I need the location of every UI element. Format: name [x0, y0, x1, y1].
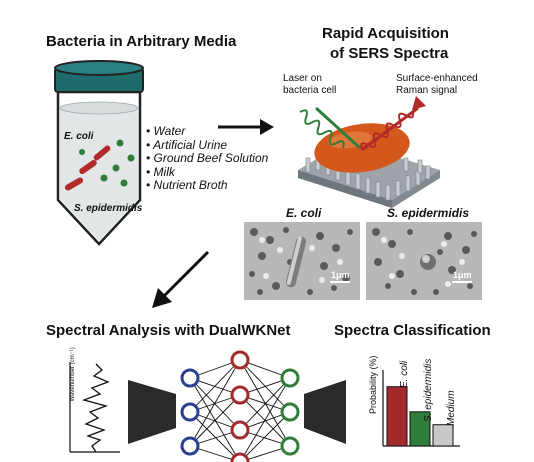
input-spectrum	[69, 362, 120, 453]
scale-bar-label-left: 1μm	[331, 270, 350, 280]
media-item: • Ground Beef Solution	[146, 151, 269, 166]
bar-label-sepi: S. epidermidis	[423, 358, 434, 422]
raman-signal	[360, 96, 426, 152]
bar-label-ecoli: E. coli	[399, 360, 410, 388]
acquisition-title-line2: of SERS Spectra	[330, 45, 449, 62]
media-item: • Water	[146, 124, 186, 138]
bar-s-epidermidis	[409, 411, 431, 447]
media-item: • Artificial Urine	[146, 137, 228, 152]
spectrum-axis-label: Wavenumber (cm⁻¹)	[69, 347, 76, 402]
input-funnel	[128, 380, 176, 444]
sem-label-ecoli: E. coli	[286, 206, 322, 220]
analysis-panel-title: Spectral Analysis with DualWKNet	[46, 322, 291, 339]
arrow-down-left-icon	[152, 250, 210, 308]
classification-panel-title: Spectra Classification	[334, 322, 491, 339]
bar-e-coli	[386, 386, 408, 447]
laser-beam	[299, 106, 362, 150]
bar-medium	[432, 424, 454, 447]
media-item: • Nutrient Broth	[146, 178, 228, 193]
sepi-cells-in-tube	[79, 139, 135, 187]
chart-y-label: Probability (%)	[368, 355, 378, 414]
ecoli-cells-in-tube	[64, 145, 111, 191]
neural-network	[180, 350, 300, 462]
tube-label-sepi: S. epidermidis	[74, 203, 143, 214]
tube-label-ecoli: E. coli	[64, 131, 94, 142]
sem-label-sepi: S. epidermidis	[387, 206, 470, 220]
laser-label: Laser on bacteria cell	[283, 73, 337, 96]
media-panel-title: Bacteria in Arbitrary Media	[46, 33, 237, 50]
media-list: • Water • Artificial Urine • Ground Beef…	[146, 124, 269, 193]
bar-label-medium: Medium	[446, 390, 457, 426]
output-funnel	[304, 380, 346, 444]
sem-image-sepi	[366, 222, 482, 300]
media-item: • Milk	[146, 164, 175, 179]
sem-image-ecoli	[244, 222, 360, 300]
acquisition-title-line1: Rapid Acquisition	[322, 25, 449, 42]
classification-chart	[382, 370, 460, 447]
scale-bar-label-right: 1μm	[453, 270, 472, 280]
raman-signal-label: Surface-enhanced Raman signal	[396, 73, 478, 96]
arrow-right-icon	[218, 119, 274, 135]
